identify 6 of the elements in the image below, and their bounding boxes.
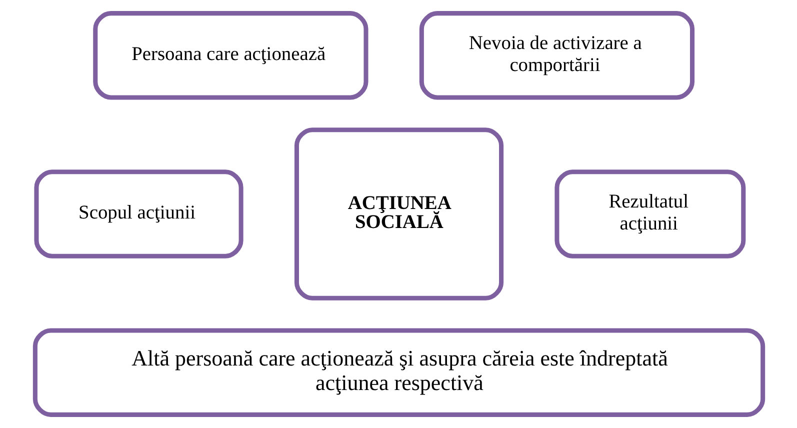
node-box: Altă persoană care acţionează şi asupra căreia este îndreptată acţiunea respectivă (32, 328, 765, 417)
node-box: Persoana care acţionează (92, 11, 368, 100)
node-box: Nevoia de activizare a comportării (418, 11, 694, 100)
node-box: Rezultatul acţiunii (554, 170, 746, 258)
node-box: Scopul acţiunii (34, 170, 243, 258)
node-box: ACŢIUNEA SOCIALĂ (294, 128, 504, 300)
